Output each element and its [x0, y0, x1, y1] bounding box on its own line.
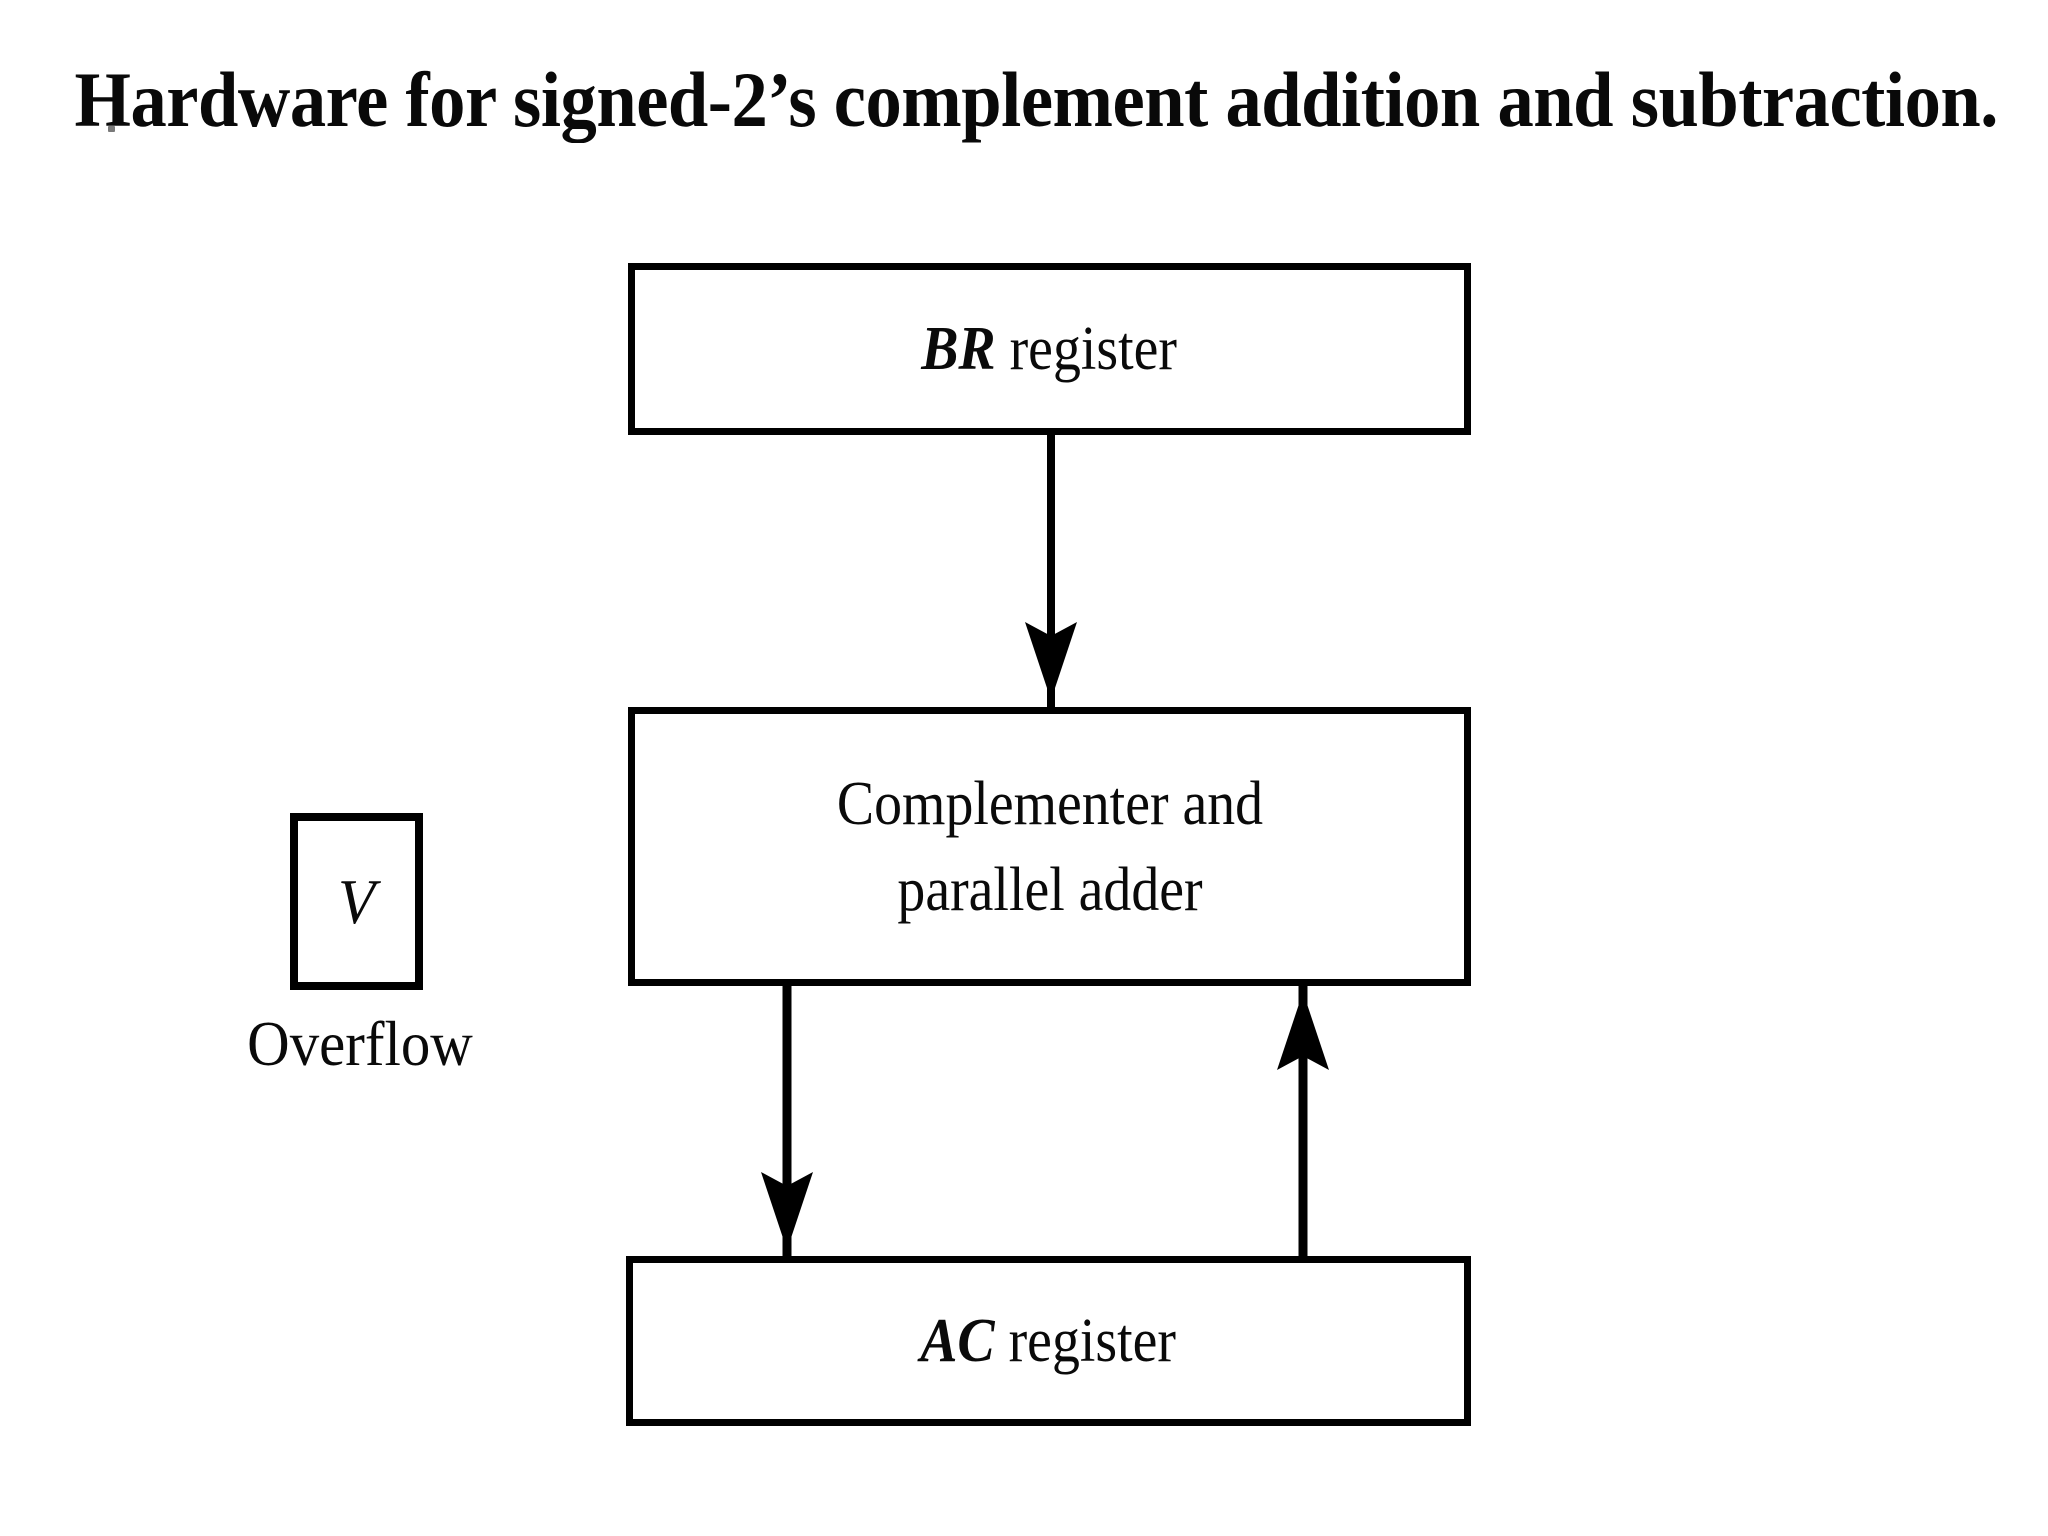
arrow-ac-to-adder-icon	[1277, 983, 1329, 1259]
arrow-adder-to-ac-icon	[761, 983, 813, 1259]
figure-title-suffix: s complement addition and subtraction.	[788, 56, 1998, 143]
block-overflow-flag: V	[290, 813, 423, 990]
ac-suffix: register	[995, 1307, 1177, 1375]
block-complementer-parallel-adder-label: Complementer and parallel adder	[762, 761, 1338, 933]
figure-title: Hardware for signed-2’s complement addit…	[74, 56, 1999, 143]
overflow-caption: Overflow	[247, 1008, 473, 1079]
block-br-register: BR register	[628, 263, 1471, 435]
arrow-br-to-adder-icon	[1025, 433, 1077, 709]
adder-label-line2: parallel adder	[896, 855, 1203, 924]
br-suffix: register	[996, 315, 1178, 383]
block-complementer-parallel-adder: Complementer and parallel adder	[628, 707, 1471, 986]
figure-title-prefix: Hardware for signed-2	[74, 56, 768, 143]
br-mnemonic: BR	[921, 315, 997, 383]
ac-mnemonic: AC	[920, 1307, 996, 1375]
block-ac-register: AC register	[626, 1256, 1471, 1426]
block-ac-register-label: AC register	[921, 1302, 1177, 1380]
block-overflow-flag-label: V	[337, 865, 376, 937]
adder-label-line1: Complementer and	[836, 769, 1263, 838]
block-br-register-label: BR register	[922, 310, 1178, 388]
scan-speck-artifact	[108, 126, 115, 132]
